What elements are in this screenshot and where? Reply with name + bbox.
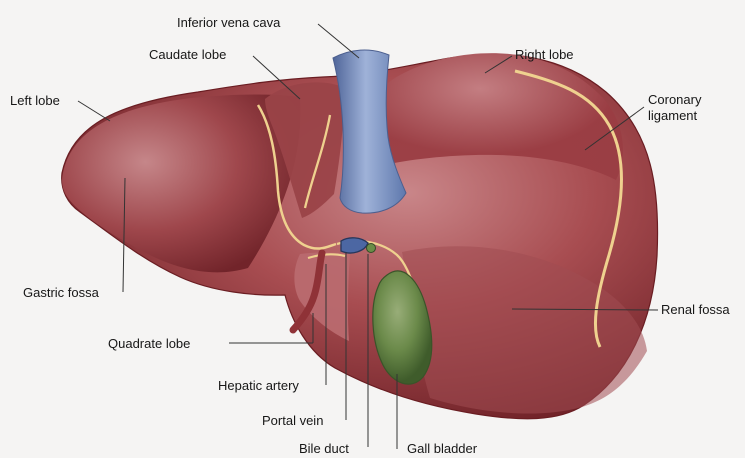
leader-line-left-lobe xyxy=(78,101,110,121)
label-coronary-line2: ligament xyxy=(648,108,697,124)
label-gastric-fossa: Gastric fossa xyxy=(23,285,99,301)
label-inferior-vena-cava: Inferior vena cava xyxy=(177,15,280,31)
label-bile-duct: Bile duct xyxy=(299,441,349,457)
label-gall-bladder: Gall bladder xyxy=(407,441,477,457)
label-coronary-line1: Coronary xyxy=(648,92,701,108)
leader-line-inferior-vena-cava xyxy=(318,24,359,58)
label-left-lobe: Left lobe xyxy=(10,93,60,109)
label-caudate-lobe: Caudate lobe xyxy=(149,47,226,63)
label-portal-vein: Portal vein xyxy=(262,413,323,429)
bile-duct-shape xyxy=(367,244,376,253)
label-right-lobe: Right lobe xyxy=(515,47,574,63)
label-renal-fossa: Renal fossa xyxy=(661,302,730,318)
label-hepatic-artery: Hepatic artery xyxy=(218,378,299,394)
label-quadrate-lobe: Quadrate lobe xyxy=(108,336,190,352)
